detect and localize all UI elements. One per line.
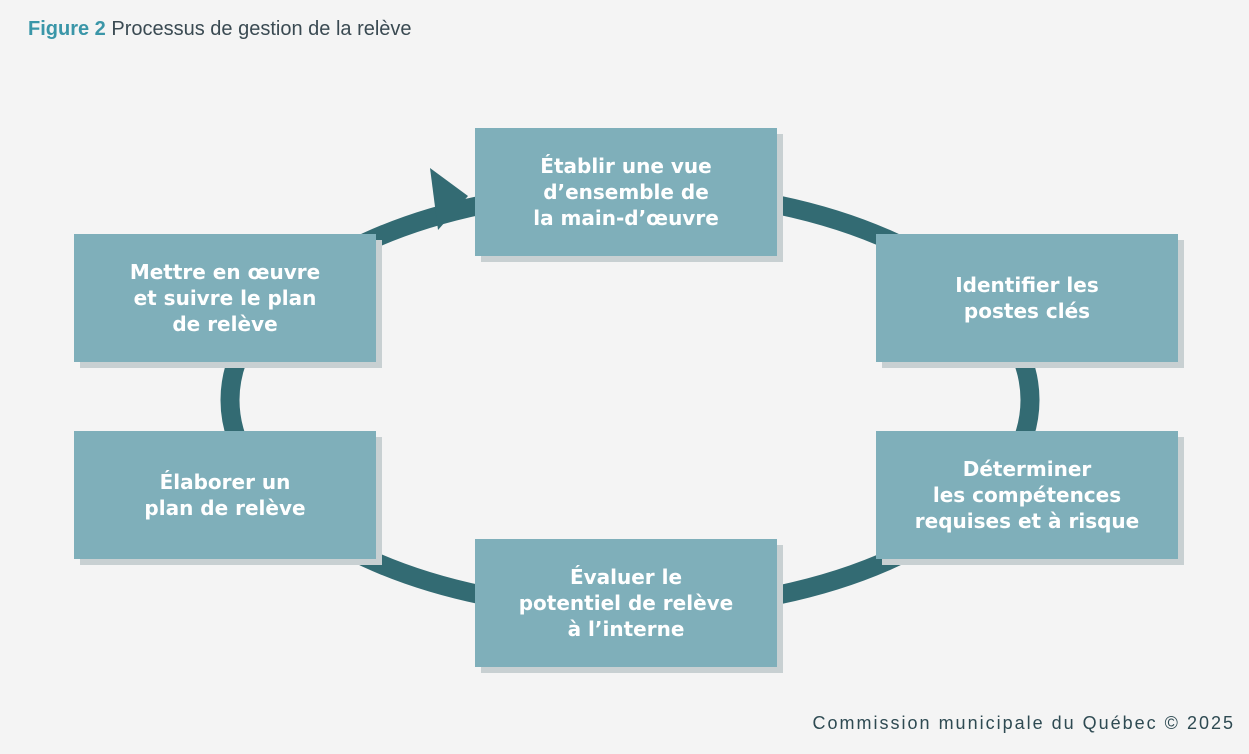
step-box-5: Élaborer un plan de relève [74,431,376,559]
step-box-3: Déterminer les compétences requises et à… [876,431,1178,559]
step-box-6: Mettre en œuvre et suivre le plan de rel… [74,234,376,362]
credit-line: Commission municipale du Québec © 2025 [812,713,1235,733]
step-box-1: Établir une vue d’ensemble de la main-d’… [475,128,777,256]
step-box-4: Évaluer le potentiel de relève à l’inter… [475,539,777,667]
step-label-1: Établir une vue d’ensemble de la main-d’… [533,154,719,230]
step-label-5: Élaborer un plan de relève [144,470,306,520]
figure-number: Figure 2 [28,18,106,40]
step-label-2: Identifier les postes clés [955,273,1099,323]
step-box-2: Identifier les postes clés [876,234,1178,362]
step-label-4: Évaluer le potentiel de relève à l’inter… [518,565,734,641]
cycle-arrowhead [430,168,468,230]
figure-caption: Processus de gestion de la relève [111,18,412,40]
figure-title: Figure 2 Processus de gestion de la relè… [28,18,412,41]
step-label-6: Mettre en œuvre et suivre le plan de rel… [129,260,321,336]
step-label-3: Déterminer les compétences requises et à… [914,457,1140,533]
